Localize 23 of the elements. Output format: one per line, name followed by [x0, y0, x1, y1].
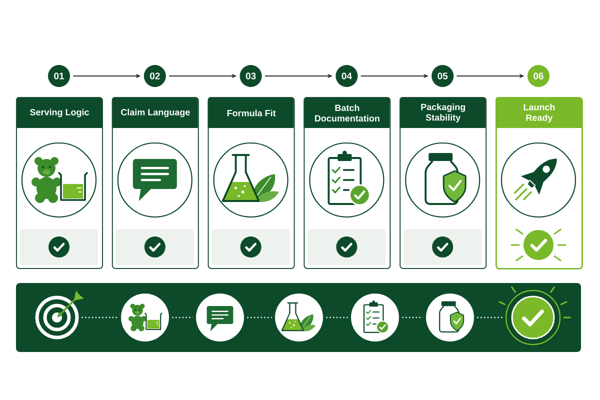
dotted-line	[402, 316, 423, 318]
step-number: 05	[432, 65, 454, 87]
clipboard-icon	[351, 294, 399, 342]
dotted-line	[477, 316, 502, 318]
step-number: 06	[528, 65, 550, 87]
dotted-line	[326, 316, 348, 318]
flask-icon	[275, 294, 323, 342]
step-number: 02	[144, 65, 166, 87]
gummy-bear-icon	[121, 294, 169, 342]
step-number: 04	[336, 65, 358, 87]
check-circle-icon	[498, 286, 571, 346]
dotted-line	[172, 316, 193, 318]
step-card: Formula Fit	[208, 97, 295, 269]
dotted-line	[82, 316, 118, 318]
step-card: Launch Ready	[496, 97, 583, 270]
step-card: Claim Language	[112, 97, 199, 269]
step-card: Serving Logic	[16, 97, 103, 269]
dotted-line	[247, 316, 272, 318]
step-number: 01	[48, 65, 70, 87]
jar-shield-icon	[426, 294, 474, 342]
target-icon	[35, 290, 84, 340]
step-number: 03	[240, 65, 262, 87]
chat-bubble-icon	[196, 294, 244, 342]
